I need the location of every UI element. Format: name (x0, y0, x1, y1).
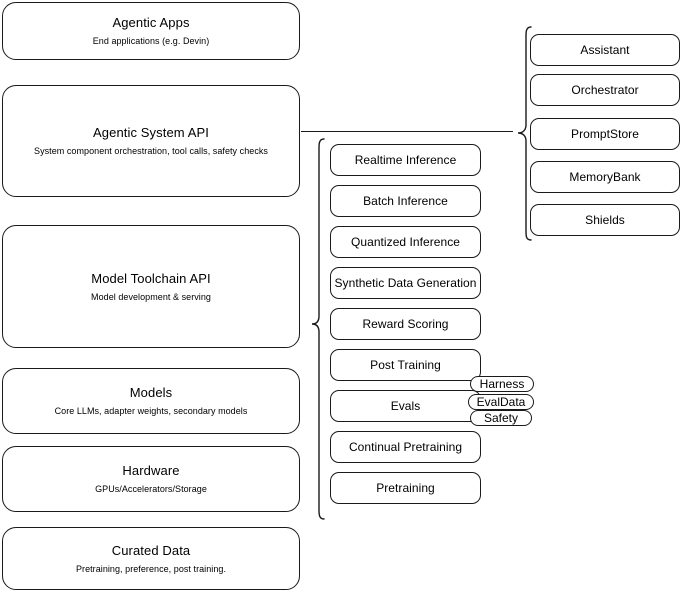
layer-box-agentic-system-api[interactable]: Agentic System API System component orch… (2, 85, 300, 197)
component-label: Shields (585, 213, 625, 227)
component-orchestrator[interactable]: Orchestrator (530, 74, 680, 106)
evals-badge-label: EvalData (476, 394, 526, 409)
layer-title: Agentic Apps (112, 15, 190, 30)
capability-label: Evals (390, 399, 421, 413)
layer-box-models[interactable]: Models Core LLMs, adapter weights, secon… (2, 368, 300, 434)
layer-title: Agentic System API (93, 125, 209, 140)
layer-box-model-toolchain-api[interactable]: Model Toolchain API Model development & … (2, 225, 300, 348)
layer-box-agentic-apps[interactable]: Agentic Apps End applications (e.g. Devi… (2, 2, 300, 60)
capability-realtime-inference[interactable]: Realtime Inference (330, 144, 481, 176)
capability-synthetic-data-generation[interactable]: Synthetic Data Generation (330, 267, 481, 299)
layer-title: Model Toolchain API (91, 270, 211, 286)
layer-box-hardware[interactable]: Hardware GPUs/Accelerators/Storage (2, 446, 300, 512)
evals-badge-harness[interactable]: Harness (470, 376, 534, 392)
capability-label: Reward Scoring (362, 317, 449, 331)
layer-subtitle: Core LLMs, adapter weights, secondary mo… (54, 406, 248, 416)
capability-label: Realtime Inference (354, 153, 457, 167)
capability-reward-scoring[interactable]: Reward Scoring (330, 308, 481, 340)
connector-line-agentic-system-api (301, 131, 513, 132)
layer-title: Curated Data (111, 542, 191, 558)
capability-quantized-inference[interactable]: Quantized Inference (330, 226, 481, 258)
component-memorybank[interactable]: MemoryBank (530, 161, 680, 193)
capability-continual-pretraining[interactable]: Continual Pretraining (330, 431, 481, 463)
capability-label: Continual Pretraining (348, 440, 463, 454)
brace-model-toolchain (303, 138, 325, 520)
capability-batch-inference[interactable]: Batch Inference (330, 185, 481, 217)
capability-label: Pretraining (376, 481, 435, 495)
layer-subtitle: End applications (e.g. Devin) (92, 36, 210, 46)
component-label: PromptStore (571, 127, 639, 141)
capability-label: Post Training (370, 358, 441, 372)
evals-badge-label: Harness (479, 376, 525, 391)
layer-subtitle: System component orchestration, tool cal… (34, 146, 268, 156)
capability-label: Quantized Inference (350, 235, 461, 249)
layer-title: Hardware (122, 463, 180, 478)
capability-evals[interactable]: Evals (330, 390, 481, 422)
layer-subtitle: Pretraining, preference, post training. (75, 563, 227, 574)
brace-agentic-system (512, 26, 532, 242)
component-assistant[interactable]: Assistant (530, 34, 680, 66)
component-label: Orchestrator (571, 83, 639, 97)
component-label: Assistant (580, 43, 630, 57)
evals-badge-label: Safety (483, 410, 519, 425)
layer-title: Models (129, 385, 173, 400)
capability-post-training[interactable]: Post Training (330, 349, 481, 381)
capability-label: Batch Inference (363, 194, 448, 208)
layer-subtitle: Model development & serving (91, 291, 211, 302)
component-shields[interactable]: Shields (530, 204, 680, 236)
component-label: MemoryBank (569, 170, 641, 184)
component-promptstore[interactable]: PromptStore (530, 118, 680, 150)
layer-subtitle: GPUs/Accelerators/Storage (95, 484, 207, 494)
capability-pretraining[interactable]: Pretraining (330, 472, 481, 504)
layer-box-curated-data[interactable]: Curated Data Pretraining, preference, po… (2, 527, 300, 590)
evals-badge-evaldata[interactable]: EvalData (468, 394, 534, 410)
evals-badge-safety[interactable]: Safety (470, 410, 532, 426)
capability-label: Synthetic Data Generation (334, 276, 477, 290)
